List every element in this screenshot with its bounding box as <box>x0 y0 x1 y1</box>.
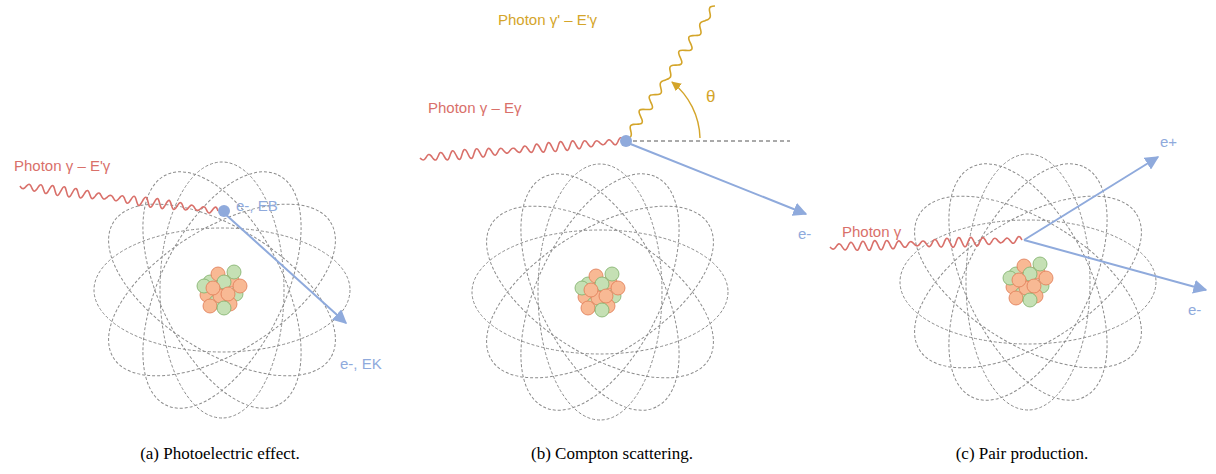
orbit <box>81 170 364 411</box>
nucleon <box>1039 271 1053 285</box>
label-text: Photon γ <box>842 224 901 241</box>
nucleon <box>1023 293 1037 307</box>
angle-arc <box>672 82 700 138</box>
nucleon <box>1009 291 1023 305</box>
nucleon <box>599 289 613 303</box>
orbit <box>916 140 1140 424</box>
nucleon <box>206 281 220 295</box>
orbit <box>472 230 728 354</box>
label-text: e+ <box>1160 134 1177 151</box>
orbit <box>887 162 1170 403</box>
label-text: Photon γ – E'γ <box>14 158 110 175</box>
nucleon <box>227 265 241 279</box>
orbit <box>459 172 742 413</box>
atom <box>887 140 1170 424</box>
reference-line <box>626 141 790 142</box>
photon-wave <box>420 138 624 160</box>
caption-text: (c) Pair production. <box>956 445 1089 464</box>
nucleon <box>581 301 595 315</box>
label-text: θ <box>706 88 715 107</box>
label-text: e- <box>798 226 811 243</box>
nucleon <box>1033 257 1047 271</box>
orbit <box>110 148 334 432</box>
nucleon <box>584 283 598 297</box>
particle-track <box>1024 240 1206 290</box>
particle-track <box>628 143 806 214</box>
orbit <box>94 228 350 352</box>
orbit <box>966 154 1090 410</box>
nucleon <box>221 287 235 301</box>
nucleon <box>217 301 231 315</box>
atom <box>459 150 742 434</box>
label-text: Photon γ – Eγ <box>428 100 521 117</box>
orbit <box>81 170 364 411</box>
nucleon <box>203 299 217 313</box>
label-text: Photon γ' – E'γ <box>498 12 597 29</box>
nucleon <box>1027 279 1041 293</box>
particle-track <box>224 213 346 323</box>
nucleon <box>605 267 619 281</box>
caption-text: (b) Compton scattering. <box>531 445 693 464</box>
nucleon <box>1012 273 1026 287</box>
photon-wave <box>626 6 715 139</box>
orbit <box>887 162 1170 403</box>
nucleon <box>611 281 625 295</box>
label-text: e-, EB <box>236 198 278 215</box>
particle-track <box>1024 157 1158 240</box>
orbit <box>916 140 1140 424</box>
electron <box>620 135 632 147</box>
label-text: e- <box>1188 302 1201 319</box>
orbit <box>459 172 742 413</box>
orbit <box>160 162 284 418</box>
nucleon <box>233 279 247 293</box>
orbit <box>488 150 712 434</box>
atom <box>81 148 364 432</box>
electron <box>218 205 230 217</box>
nucleon <box>595 303 609 317</box>
caption-text: (a) Photoelectric effect. <box>140 445 300 464</box>
orbit <box>488 150 712 434</box>
orbit <box>538 164 662 420</box>
photon-wave <box>20 184 218 213</box>
label-text: e-, EK <box>340 356 382 373</box>
orbit <box>110 148 334 432</box>
